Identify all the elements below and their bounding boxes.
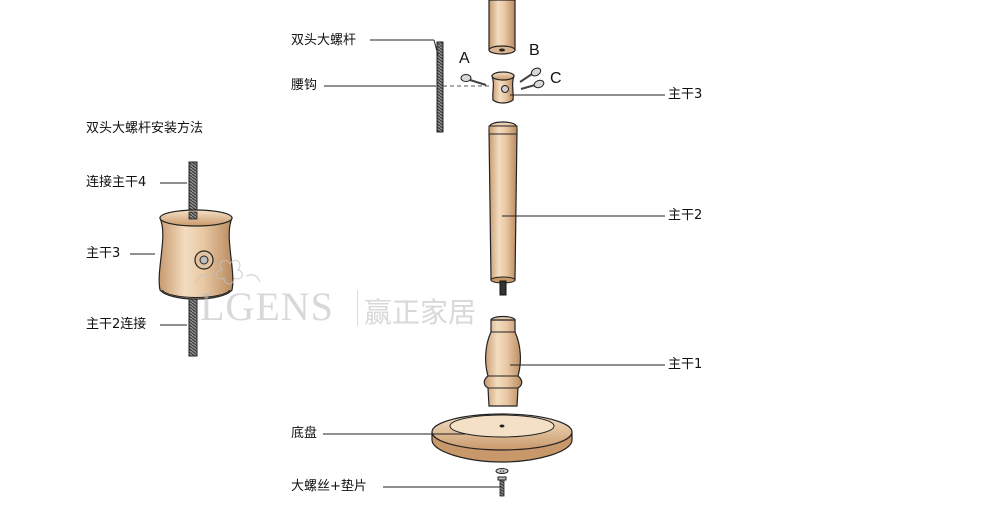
label-base: 底盘	[291, 426, 318, 441]
watermark-chinese: 赢正家居	[364, 298, 477, 329]
screw-icon	[499, 479, 505, 497]
trunk2-pole	[488, 121, 518, 296]
detail-trunk3-block	[158, 209, 234, 300]
pin-a	[460, 74, 487, 86]
pin-label-c: C	[550, 70, 562, 87]
watermark-brand: LGENS	[200, 284, 334, 329]
double-screw-rod	[436, 41, 444, 133]
screw-and-washer	[495, 468, 509, 497]
pin-label-b: B	[529, 42, 540, 59]
label-double-screw: 双头大螺杆	[291, 33, 357, 48]
trunk1-pole	[483, 315, 523, 407]
pin-b	[519, 67, 542, 83]
section-title: 双头大螺杆安装方法	[86, 121, 204, 136]
label-waist-hook: 腰钩	[291, 78, 318, 93]
watermark-ornament-icon	[195, 259, 261, 285]
detail-leader-lines	[130, 182, 187, 326]
label-trunk2-connect: 主干2连接	[86, 317, 147, 332]
base-plate	[431, 413, 573, 463]
label-screw-washer: 大螺丝+垫片	[291, 479, 367, 494]
label-trunk2: 主干2	[668, 208, 703, 223]
watermark-separator	[357, 290, 358, 326]
assembly-leader-lines	[323, 39, 665, 488]
pin-label-a: A	[459, 50, 470, 67]
trunk4-pole	[488, 0, 516, 55]
trunk3-connector	[491, 71, 515, 104]
label-detail-trunk3: 主干3	[86, 246, 121, 261]
label-connect-trunk4: 连接主干4	[86, 175, 147, 190]
label-trunk3: 主干3	[668, 87, 703, 102]
pin-c	[520, 79, 545, 90]
label-trunk1: 主干1	[668, 357, 703, 372]
